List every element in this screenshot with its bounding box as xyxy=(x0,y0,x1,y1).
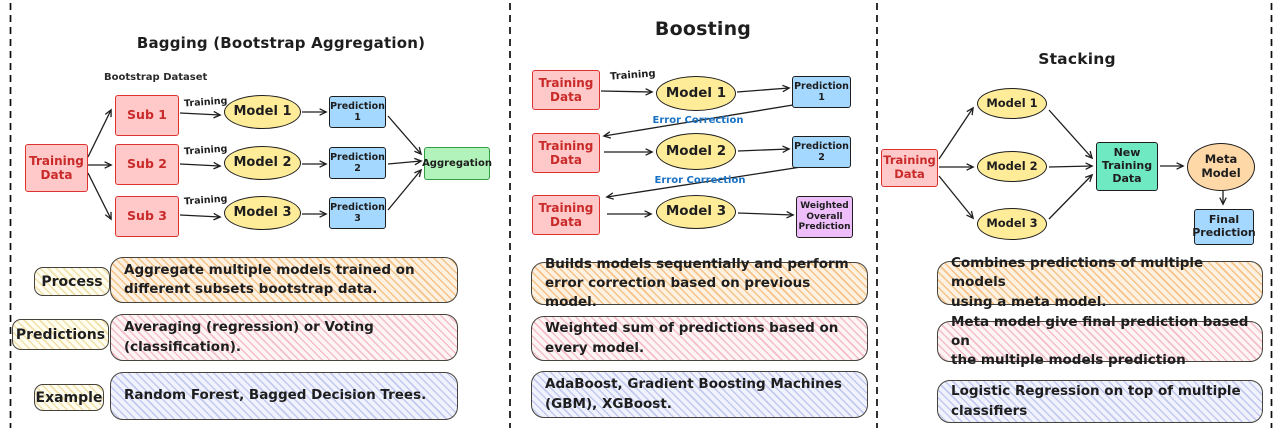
boosting-model1-node: Model 1 xyxy=(656,76,736,111)
boosting-model2-node: Model 2 xyxy=(656,133,736,170)
stacking-predictions-text: Meta model give final prediction based o… xyxy=(937,314,1263,368)
boosting-training-data3-node: Training Data xyxy=(532,195,600,235)
bagging-model3-node: Model 3 xyxy=(224,196,301,230)
bagging-model2-node: Model 2 xyxy=(224,146,301,180)
boosting-model3-node: Model 3 xyxy=(656,195,736,229)
bagging-sub1-node: Sub 1 xyxy=(115,95,179,136)
stacking-model2-node: Model 2 xyxy=(977,151,1047,182)
error-correction-label-2: Error Correction xyxy=(654,175,746,186)
bagging-prediction1-node: Prediction 1 xyxy=(329,96,386,128)
bagging-model1-node: Model 1 xyxy=(224,95,301,129)
stacking-new-training-data-node: New Training Data xyxy=(1096,142,1158,191)
process-row-label: Process xyxy=(34,267,110,296)
predictions-row-label: Predictions xyxy=(12,319,109,350)
boosting-weighted-overall-prediction-node: Weighted Overall Prediction xyxy=(796,196,853,238)
bagging-title: Bagging (Bootstrap Aggregation) xyxy=(136,34,426,52)
error-correction-label-1: Error Correction xyxy=(652,115,744,126)
bootstrap-dataset-label: Bootstrap Dataset xyxy=(104,72,208,83)
bagging-training-edge-label-2: Training xyxy=(183,143,228,158)
example-row-label: Example xyxy=(34,384,104,411)
bagging-aggregation-node: Aggregation xyxy=(422,147,492,180)
stacking-title: Stacking xyxy=(1038,50,1116,68)
bagging-sub2-node: Sub 2 xyxy=(115,144,179,185)
bagging-training-edge-label-1: Training xyxy=(183,95,228,110)
boosting-training-edge-label: Training xyxy=(609,68,656,83)
bagging-prediction2-node: Prediction 2 xyxy=(329,147,386,179)
boosting-example-text: AdaBoost, Gradient Boosting Machines (GB… xyxy=(531,371,868,418)
bagging-predictions-text: Averaging (regression) or Voting (classi… xyxy=(110,314,458,361)
stacking-example-text: Logistic Regression on top of multiple c… xyxy=(937,380,1263,423)
bagging-training-data-node: Training Data xyxy=(25,144,88,192)
stacking-meta-model-node: Meta Model xyxy=(1187,143,1255,191)
bagging-training-edge-label-3: Training xyxy=(183,193,228,208)
bagging-example-text: Random Forest, Bagged Decision Trees. xyxy=(110,372,458,420)
stacking-process-text: Combines predictions of multiple models … xyxy=(937,255,1263,310)
boosting-training-data1-node: Training Data xyxy=(532,70,600,110)
boosting-prediction1-node: Prediction 1 xyxy=(792,76,851,108)
boosting-training-data2-node: Training Data xyxy=(532,133,600,173)
boosting-title: Boosting xyxy=(654,18,752,40)
stacking-training-data-node: Training Data xyxy=(881,149,938,187)
stacking-final-prediction-node: Final Prediction xyxy=(1192,209,1256,245)
boosting-process-text: Builds models sequentially and perform e… xyxy=(531,256,868,310)
bagging-process-text: Aggregate multiple models trained on dif… xyxy=(110,257,458,303)
boosting-predictions-text: Weighted sum of predictions based on eve… xyxy=(531,316,868,361)
boosting-prediction2-node: Prediction 2 xyxy=(792,136,851,168)
stacking-model3-node: Model 3 xyxy=(977,208,1047,240)
bagging-prediction3-node: Prediction 3 xyxy=(329,197,386,229)
stacking-model1-node: Model 1 xyxy=(977,88,1047,119)
bagging-sub3-node: Sub 3 xyxy=(115,196,179,237)
